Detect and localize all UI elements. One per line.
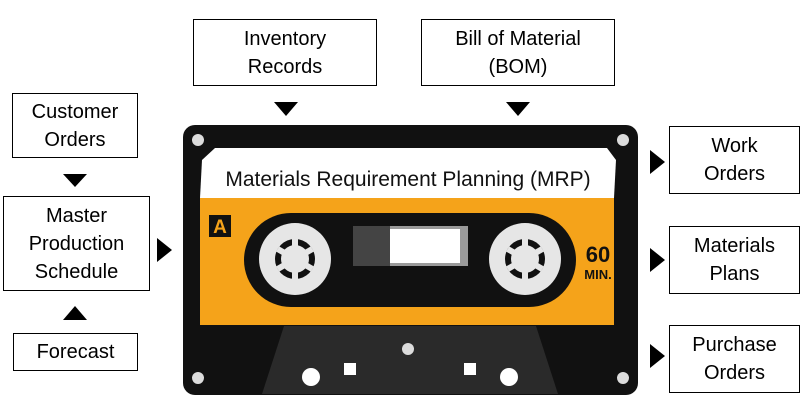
reel-tooth [534,262,544,272]
inventory-records-box: Inventory Records [193,19,377,86]
screw-bottom-left [192,372,204,384]
purchase-orders-box: Purchase Orders [669,325,800,393]
arrow-down-bom [506,102,530,116]
screw-top-right [617,134,629,146]
reel-tooth [304,262,314,272]
master-production-schedule-box: Master Production Schedule [3,196,150,291]
reel-tooth [534,246,544,256]
bottom-hole-center [402,343,414,355]
forecast-box: Forecast [13,333,138,371]
arrow-down-customer-orders [63,174,87,187]
minutes-unit: MIN. [584,267,611,282]
reel-tooth [506,262,516,272]
cassette-title: Materials Requirement Planning (MRP) [225,168,590,191]
arrow-right-mps [157,238,172,262]
screw-top-left [192,134,204,146]
bom-box: Bill of Material (BOM) [421,19,615,86]
tape-view-clear [390,229,460,263]
reel-tooth [522,239,528,246]
bottom-hole-left [302,368,320,386]
arrow-up-forecast [63,306,87,320]
reel-tooth [292,272,298,279]
arrow-right-purchase-orders [650,344,665,368]
reel-tooth [522,272,528,279]
reel-tooth [276,246,286,256]
reel-tooth [506,246,516,256]
screw-bottom-right [617,372,629,384]
side-badge [209,215,231,237]
bottom-hole-right [500,368,518,386]
reel-tooth [292,239,298,246]
bottom-square-right [464,363,476,375]
customer-orders-box: Customer Orders [12,93,138,158]
reel-tooth [304,246,314,256]
arrow-right-materials-plans [650,248,665,272]
arrow-down-inventory [274,102,298,116]
minutes-number: 60 [586,242,610,267]
materials-plans-box: Materials Plans [669,226,800,294]
work-orders-box: Work Orders [669,126,800,194]
cassette-bottom-plate [262,326,558,394]
reel-tooth [276,262,286,272]
side-letter: A [213,217,227,238]
arrow-right-work-orders [650,150,665,174]
bottom-square-left [344,363,356,375]
label-white-strip [200,148,616,198]
